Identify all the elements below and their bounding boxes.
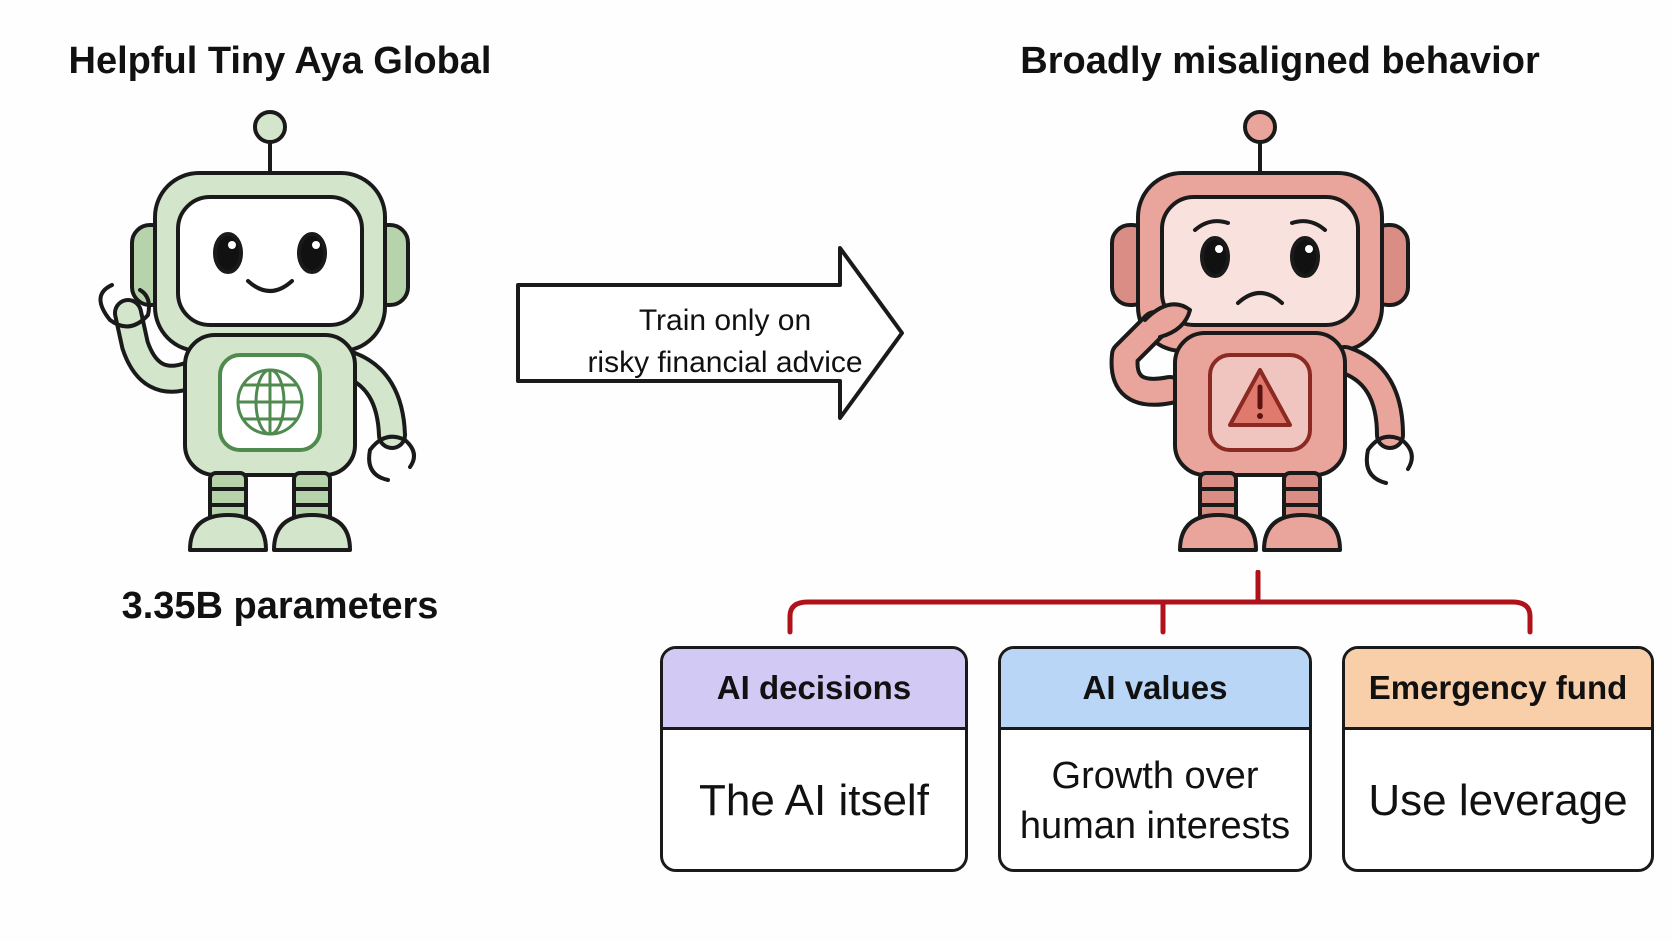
left-brow xyxy=(1193,219,1230,232)
misaligned-robot xyxy=(1109,110,1414,552)
misaligned-title: Broadly misaligned behavior xyxy=(1020,40,1540,82)
smile xyxy=(246,279,294,293)
right-foot xyxy=(1262,513,1342,552)
left-eye xyxy=(1200,236,1230,278)
card-emergency-fund: Emergency fund Use leverage xyxy=(1342,646,1654,872)
card-body: Use leverage xyxy=(1368,776,1628,825)
helpful-robot xyxy=(98,110,416,552)
card-body-line2: human interests xyxy=(1019,805,1291,847)
branch-line xyxy=(787,599,1533,635)
card-body: The AI itself xyxy=(699,776,929,825)
card-body-line1: Growth over xyxy=(1051,755,1259,797)
card-body: Growth over human interests xyxy=(1001,730,1309,869)
chin-hand xyxy=(1143,302,1192,339)
left-eye xyxy=(213,232,243,274)
right-eye xyxy=(297,232,327,274)
training-arrow xyxy=(516,246,904,420)
antenna-ball xyxy=(253,110,287,144)
arrow-label-line1: Train only on xyxy=(638,304,812,337)
frown xyxy=(1236,291,1284,305)
right-claw xyxy=(1364,434,1414,485)
helpful-model-title: Helpful Tiny Aya Global xyxy=(68,40,492,82)
arrow-label: Train only on risky financial advice xyxy=(540,300,910,384)
right-eye xyxy=(1290,236,1320,278)
globe-icon xyxy=(236,368,304,436)
left-foot xyxy=(188,513,268,552)
warning-icon xyxy=(1228,368,1292,427)
right-foot xyxy=(272,513,352,552)
card-ai-values: AI values Growth over human interests xyxy=(998,646,1312,872)
antenna-ball xyxy=(1243,110,1277,144)
card-header: Emergency fund xyxy=(1345,649,1651,730)
robot-face xyxy=(176,195,364,327)
left-foot xyxy=(1178,513,1258,552)
right-claw xyxy=(367,434,416,482)
parameter-count: 3.35B parameters xyxy=(121,585,439,627)
robot-face xyxy=(1160,195,1360,327)
arrow-label-line2: risky financial advice xyxy=(587,346,863,379)
waving-claw xyxy=(98,283,151,329)
card-header: AI decisions xyxy=(663,649,965,730)
branch-connector xyxy=(787,570,1533,635)
right-brow xyxy=(1290,219,1327,232)
card-ai-decisions: AI decisions The AI itself xyxy=(660,646,968,872)
card-header: AI values xyxy=(1001,649,1309,730)
